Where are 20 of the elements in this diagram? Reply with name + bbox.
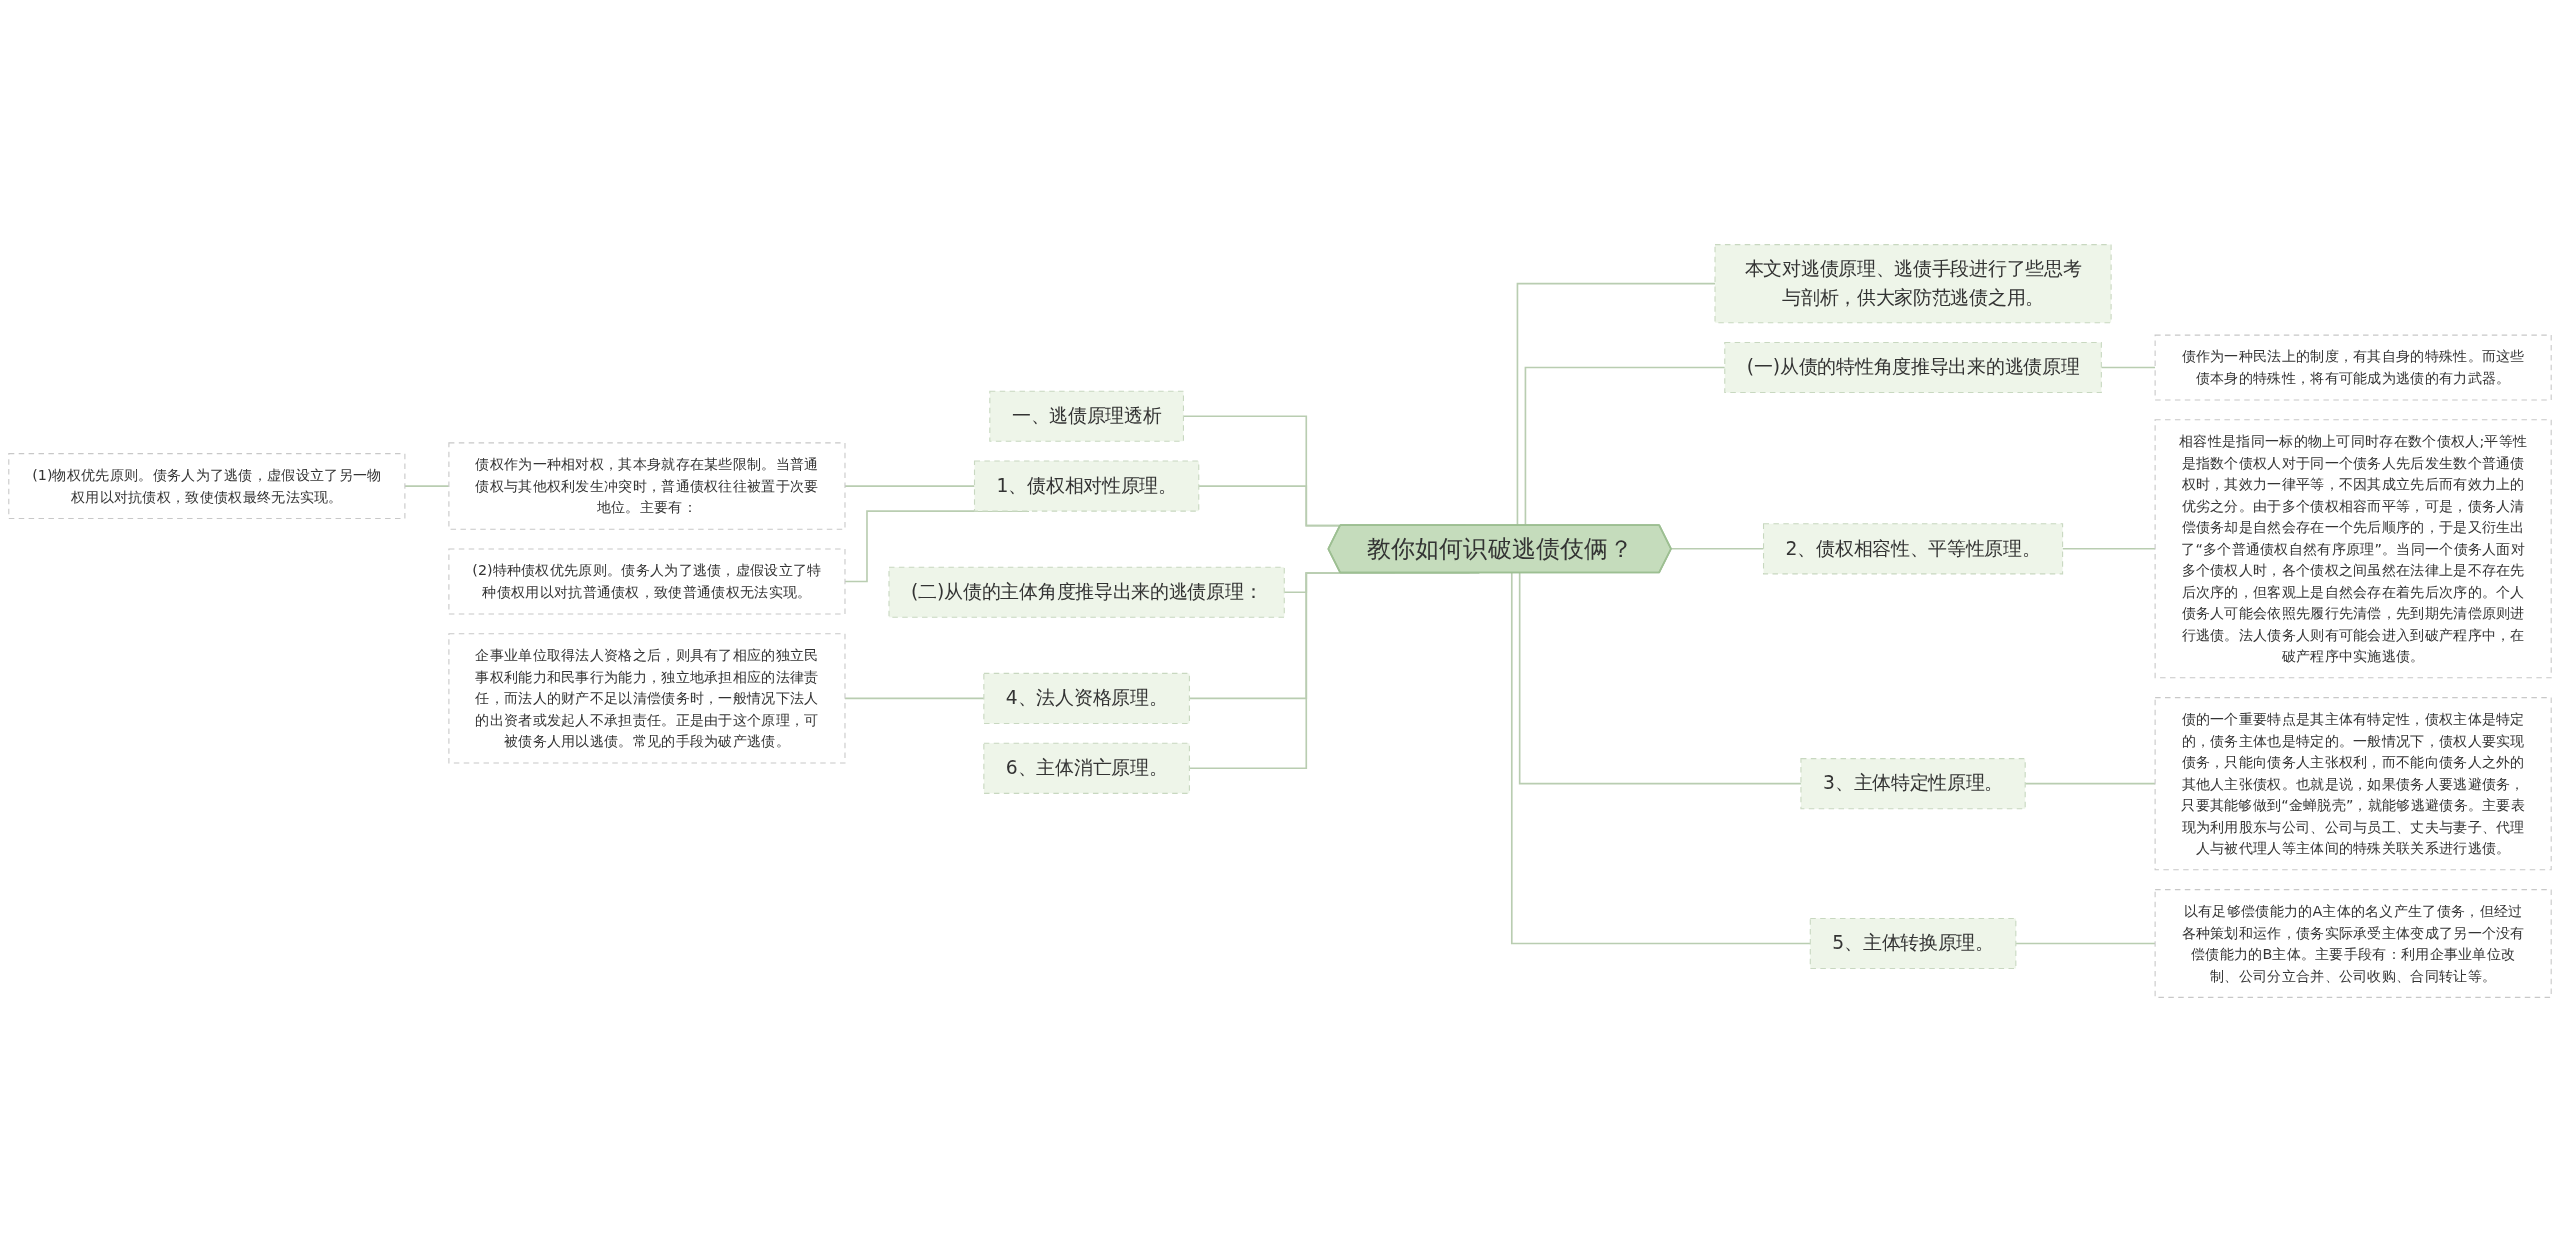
node-box	[989, 390, 1184, 442]
node-box	[448, 442, 846, 530]
node-box	[1809, 917, 2017, 970]
node-box	[448, 548, 846, 615]
node-box	[1800, 758, 2026, 810]
node-box	[973, 460, 1200, 512]
node-box	[2154, 697, 2552, 871]
node-box	[2154, 419, 2552, 679]
connector	[1516, 282, 1716, 527]
node-box	[1762, 523, 2064, 575]
node-box	[2154, 889, 2552, 998]
node-box	[8, 453, 406, 520]
node-box	[1714, 244, 2112, 324]
connector	[2015, 942, 2156, 945]
node-box	[983, 672, 1190, 724]
node-box	[2154, 334, 2552, 401]
node-box	[448, 633, 846, 764]
node-box	[983, 742, 1190, 794]
node-box	[888, 566, 1285, 618]
node-box	[1724, 341, 2102, 394]
